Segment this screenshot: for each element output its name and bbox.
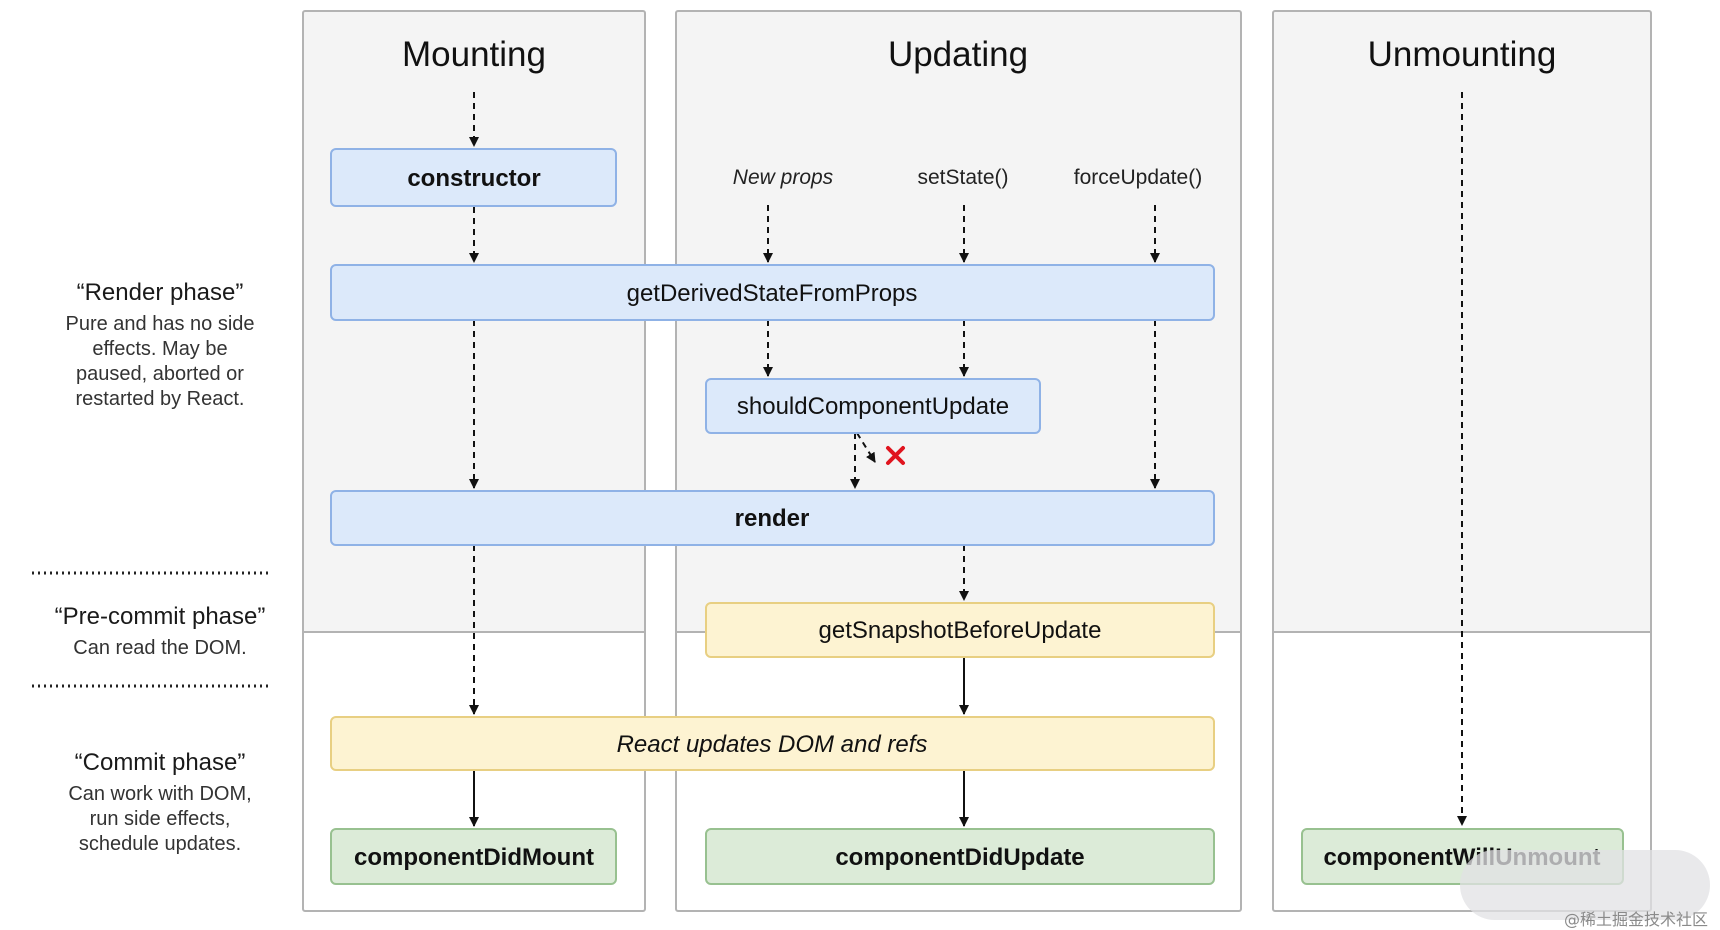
render-label: render — [735, 505, 810, 532]
should-component-update-box — [705, 378, 1041, 434]
updating-heading: Updating — [888, 35, 1028, 74]
render-phase-note: “Render phase” Pure and has no side effe… — [20, 278, 300, 412]
did-update-label: componentDidUpdate — [835, 844, 1084, 871]
watermark-overlay — [1460, 850, 1710, 920]
precommit-phase-note: “Pre-commit phase” Can read the DOM. — [20, 602, 300, 661]
precommit-phase-title: “Pre-commit phase” — [54, 603, 266, 630]
mounting-heading: Mounting — [402, 35, 546, 74]
unmounting-column — [1272, 10, 1652, 912]
precommit-phase-description: Can read the DOM. — [20, 636, 300, 661]
react-updates-box — [330, 716, 1215, 771]
solid-arrows — [469, 657, 969, 827]
render-box — [330, 490, 1215, 546]
should-component-update-label: shouldComponentUpdate — [737, 393, 1009, 420]
set-state-trigger: setState() — [917, 166, 1008, 189]
precommit-phase-line: Can read the DOM. — [73, 637, 247, 659]
commit-phase-title: “Commit phase” — [74, 749, 246, 776]
constructor-label: constructor — [407, 165, 540, 192]
phase-separators — [32, 571, 272, 688]
render-phase-boxes — [330, 148, 1215, 546]
watermark-text: @稀土掘金技术社区 — [1563, 910, 1708, 929]
unmounting-heading: Unmounting — [1368, 35, 1557, 74]
commit-phase-description: Can work with DOM, run side effects, sch… — [20, 782, 300, 857]
mounting-column — [302, 10, 646, 912]
render-phase-line: restarted by React. — [75, 388, 245, 410]
get-snapshot-box — [705, 602, 1215, 658]
reject-cross-icon — [886, 446, 905, 465]
commit-phase-line: run side effects, — [89, 808, 231, 830]
updating-column — [675, 10, 1242, 912]
constructor-box — [330, 148, 617, 207]
render-phase-line: effects. May be — [92, 338, 228, 360]
commit-phase-line: Can work with DOM, — [68, 783, 252, 805]
get-derived-state-label: getDerivedStateFromProps — [627, 280, 918, 307]
render-phase-line: paused, aborted or — [76, 363, 244, 385]
new-props-trigger: New props — [733, 166, 834, 189]
render-phase-title: “Render phase” — [76, 279, 244, 306]
did-mount-label: componentDidMount — [354, 844, 594, 871]
dashed-arrows — [469, 92, 1467, 826]
did-mount-box — [330, 828, 617, 885]
render-phase-description: Pure and has no side effects. May be pau… — [20, 312, 300, 412]
commit-phase-line: schedule updates. — [78, 833, 242, 855]
precommit-boxes — [330, 602, 1215, 771]
arrow-scu-reject — [856, 432, 876, 463]
react-updates-label: React updates DOM and refs — [617, 731, 928, 758]
force-update-trigger: forceUpdate() — [1074, 166, 1202, 189]
commit-phase-note: “Commit phase” Can work with DOM, run si… — [20, 748, 300, 857]
get-derived-state-box — [330, 264, 1215, 321]
render-phase-line: Pure and has no side — [65, 313, 255, 335]
did-update-box — [705, 828, 1215, 885]
get-snapshot-label: getSnapshotBeforeUpdate — [819, 617, 1102, 644]
